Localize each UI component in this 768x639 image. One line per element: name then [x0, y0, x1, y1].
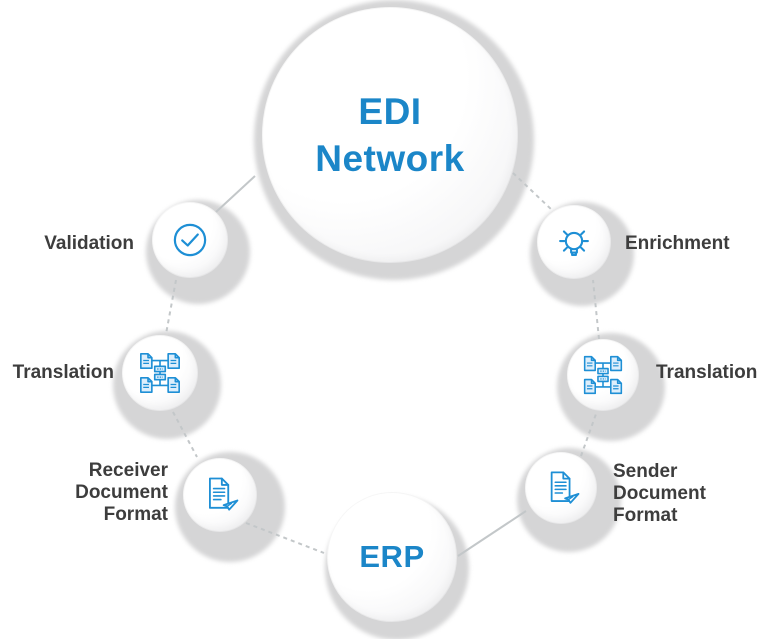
enrichment-label: Enrichment [625, 233, 730, 254]
translation-left-circle [122, 335, 198, 411]
sender-document-circle [525, 452, 597, 524]
connector-hub-validation [215, 175, 256, 213]
translation-left-label: Translation [12, 362, 114, 383]
translation-right-label: Translation [656, 362, 758, 383]
connector-receiver-erp [245, 522, 325, 554]
document-send-icon [198, 473, 242, 517]
hub-title-line2: Network [315, 138, 465, 179]
connector-enrichment-hub [512, 172, 554, 212]
check-circle-icon [168, 218, 212, 262]
connector-erp-sender [457, 510, 527, 557]
lightbulb-icon [551, 219, 597, 265]
connector-translation-enrichment [592, 279, 600, 340]
translation-mapping-icon [581, 353, 625, 397]
validation-label: Validation [44, 233, 134, 254]
translation-right-circle [567, 339, 639, 411]
validation-circle [152, 202, 228, 278]
enrichment-circle [537, 205, 611, 279]
connector-translation-receiver [172, 411, 198, 458]
hub-circle-edi-network: EDI Network [262, 7, 518, 263]
erp-label: ERP [359, 539, 425, 574]
sender-document-format-label: Sender Document Format [613, 461, 706, 526]
document-send-icon [540, 467, 583, 510]
receiver-document-circle [183, 458, 257, 532]
hub-title-line1: EDI [358, 91, 422, 132]
receiver-document-format-label: Receiver Document Format [75, 460, 168, 525]
hub-title: EDI Network [315, 88, 464, 182]
connector-validation-translation [165, 279, 177, 335]
erp-circle: ERP [327, 492, 457, 622]
translation-mapping-icon [137, 350, 183, 396]
